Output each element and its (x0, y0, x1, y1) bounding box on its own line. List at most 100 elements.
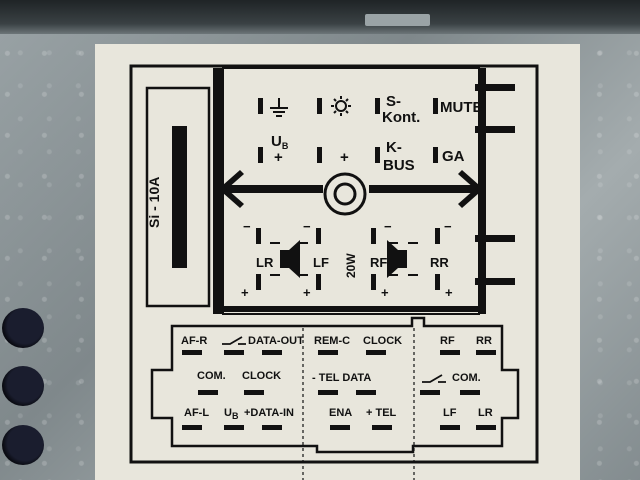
pin-dash (198, 390, 218, 395)
kbus-line1: K- (386, 139, 402, 156)
fuse-element (172, 126, 187, 268)
kbus-line2: BUS (383, 157, 415, 174)
rem-c-label: REM-C (314, 335, 351, 347)
com-label-left: COM. (197, 370, 226, 382)
speaker-rf-rr-icon (398, 250, 407, 268)
pin-dash (262, 350, 282, 355)
rr-pin-label: RR (476, 335, 492, 347)
pin-marker (317, 147, 322, 163)
ub-pin-main: U (224, 407, 232, 419)
switch-icon (222, 336, 246, 345)
lf-minus: − (303, 219, 311, 234)
pin-dash (420, 390, 440, 395)
diag-lr (458, 189, 479, 208)
pin-marker (256, 274, 261, 290)
ub-label: UB (271, 134, 288, 154)
plus-label: + (340, 149, 349, 166)
ground-icon (270, 98, 288, 117)
pin-marker (371, 274, 376, 290)
ub-main: U (271, 133, 282, 150)
rf-plus: + (381, 285, 389, 300)
pin-marker (371, 228, 376, 244)
lr-label: LR (256, 255, 274, 270)
switch-icon (422, 374, 446, 383)
pin-marker (375, 147, 380, 163)
pin-marker (258, 98, 263, 114)
side-slot (475, 126, 515, 133)
pin-dash (372, 425, 392, 430)
s-kont-line1: S- (386, 93, 401, 110)
speaker-lr-lf-icon (280, 250, 289, 268)
pin-dash (366, 350, 386, 355)
pin-dash (318, 390, 338, 395)
pin-marker (317, 98, 322, 114)
mounting-hole (2, 308, 44, 348)
rr-minus: − (444, 219, 452, 234)
lf-plus: + (303, 285, 311, 300)
pin-dash (182, 350, 202, 355)
clock-label-left: CLOCK (242, 370, 282, 382)
pin-dash (262, 425, 282, 430)
side-slot (475, 84, 515, 91)
pin-dash (356, 390, 376, 395)
pin-marker (435, 274, 440, 290)
speaker-rf-rr-cone (387, 240, 398, 278)
af-r-label: AF-R (181, 335, 208, 347)
diag-ll (223, 189, 244, 208)
s-kont-line2: Kont. (382, 109, 421, 126)
outer-frame (129, 64, 539, 464)
right-rail (478, 68, 486, 314)
center-bar-left (223, 185, 323, 193)
pin-marker (433, 147, 438, 163)
center-bar-right (369, 185, 479, 193)
block-bottom-bar (223, 306, 479, 312)
light-icon (331, 96, 351, 116)
fuse-label: Si - 10A (146, 176, 162, 228)
pin-dash (460, 390, 480, 395)
tel-plus-label: + TEL (366, 407, 397, 419)
pin-dash (476, 425, 496, 430)
ub-pin-label: UB (224, 408, 238, 422)
pin-marker (433, 98, 438, 114)
pin-marker (435, 228, 440, 244)
ub-pin-sub: B (231, 411, 239, 421)
com-label-right: COM. (452, 372, 481, 384)
power-rating-label: 20W (344, 253, 358, 278)
ena-label: ENA (329, 407, 353, 419)
data-in-label: +DATA-IN (244, 407, 295, 419)
device-top-tab (365, 14, 430, 26)
lf-pin-label: LF (443, 407, 457, 419)
device-top-edge (0, 0, 640, 34)
mounting-hole (2, 425, 44, 465)
lr-plus: + (241, 285, 249, 300)
rr-plus: + (445, 285, 453, 300)
center-knob-outer (323, 172, 367, 216)
connector-outline (150, 316, 520, 454)
clock-label-mid: CLOCK (363, 335, 403, 347)
pin-marker (316, 274, 321, 290)
diag-ur (458, 170, 479, 189)
pin-dash (330, 425, 350, 430)
data-out-label: DATA-OUT (248, 335, 304, 347)
tel-data-label: - TEL DATA (312, 372, 372, 384)
ub-sub: B (281, 141, 289, 151)
pin-dash (244, 390, 264, 395)
pin-marker (256, 228, 261, 244)
pin-dash (182, 425, 202, 430)
rf-label: RF (370, 255, 388, 270)
ub-plus: + (274, 149, 283, 166)
center-knob-inner (333, 182, 357, 206)
pin-dash (440, 350, 460, 355)
pin-marker (258, 147, 263, 163)
pin-dash (440, 425, 460, 430)
mute-label: MUTE (440, 99, 483, 116)
pin-dash (224, 425, 244, 430)
pin-dash (476, 350, 496, 355)
ga-label: GA (442, 148, 465, 165)
pin-dash (318, 350, 338, 355)
af-l-label: AF-L (184, 407, 210, 419)
rr-label: RR (430, 255, 449, 270)
side-slot (475, 235, 515, 242)
speaker-lr-lf-cone (289, 240, 300, 278)
